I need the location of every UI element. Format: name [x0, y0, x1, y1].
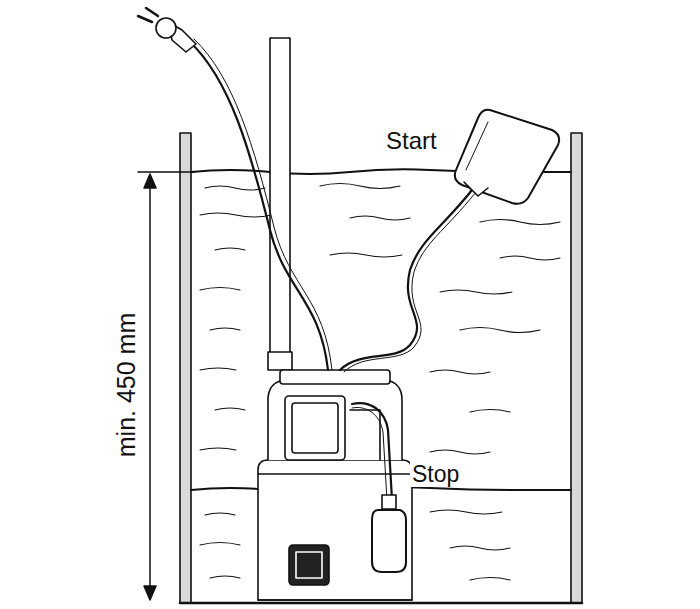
power-cord: [138, 8, 332, 370]
water-waves: [200, 184, 560, 581]
pump-body: [258, 370, 412, 600]
level-label: Start: [384, 128, 439, 154]
dimension-arrow: [138, 172, 195, 600]
dimension-label: min. 450 mm: [113, 311, 141, 459]
tank-wall: [180, 133, 191, 603]
level-label: Stop: [410, 462, 461, 487]
pipe-fitting: [268, 352, 292, 370]
stop-float-switch: [352, 403, 406, 572]
tank-floor: [180, 602, 582, 605]
tank-wall: [571, 133, 582, 603]
discharge-pipe: [270, 38, 290, 363]
start-float-switch: [340, 110, 559, 372]
